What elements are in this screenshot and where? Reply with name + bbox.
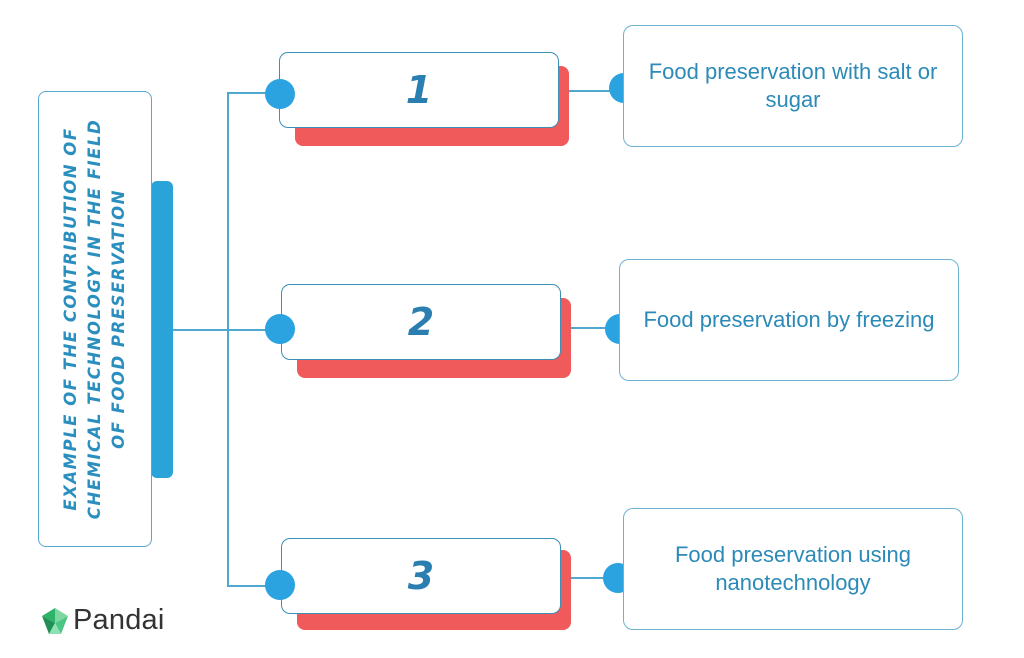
item-3-description: Food preservation using nanotechnology (674, 542, 912, 595)
connector-item-2-to-desc (571, 327, 621, 329)
diagram-title: EXAMPLE OF THE CONTRIBUTION OF CHEMICAL … (61, 118, 128, 520)
title-card: EXAMPLE OF THE CONTRIBUTION OF CHEMICAL … (38, 91, 152, 547)
connector-item-3-to-desc (571, 577, 621, 579)
connector-branch-3 (227, 585, 281, 587)
item-2-description-box: Food preservation by freezing (619, 259, 959, 381)
logo-text: Pandai (73, 604, 165, 636)
pandai-leaf-icon (42, 607, 68, 634)
item-3-number: 3 (407, 554, 435, 598)
connector-branch-1 (227, 92, 281, 94)
item-3-description-box: Food preservation using nanotechnology (623, 508, 963, 630)
connector-item-1-to-desc (569, 90, 625, 92)
title-card-accent (151, 181, 173, 478)
item-2-left-dot (265, 314, 295, 344)
item-3-box: 3 (281, 538, 561, 614)
item-3-left-dot (265, 570, 295, 600)
item-2-number: 2 (407, 300, 435, 344)
item-1-number: 1 (405, 68, 433, 112)
item-1-box: 1 (279, 52, 559, 128)
item-2-box: 2 (281, 284, 561, 360)
connector-branch-2 (227, 329, 281, 331)
item-1-description-box: Food preservation with salt or sugar (623, 25, 963, 147)
item-1-description: Food preservation with salt or sugar (648, 59, 938, 112)
connector-title-to-trunk (173, 329, 228, 331)
item-2-description: Food preservation by freezing (643, 307, 935, 332)
connector-trunk (227, 92, 229, 586)
pandai-logo: Pandai (40, 604, 165, 637)
item-1-left-dot (265, 79, 295, 109)
